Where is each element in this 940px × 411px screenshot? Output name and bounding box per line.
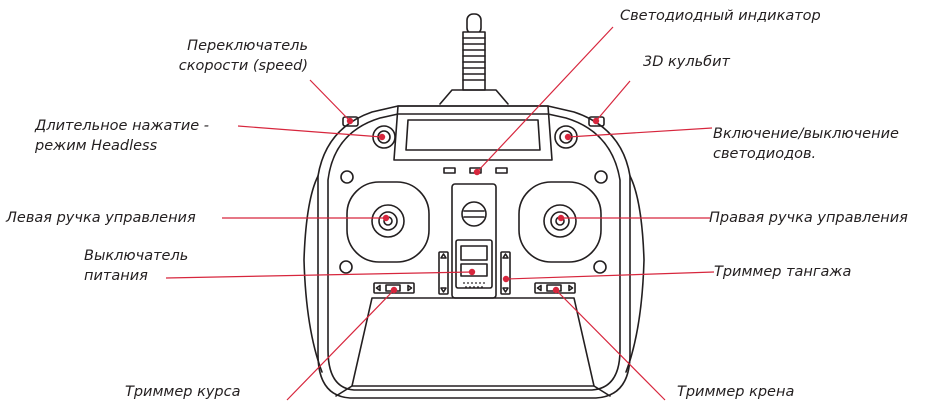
right-grip: [625, 175, 645, 373]
label-headless-line1: Длительное нажатие -: [35, 118, 210, 134]
corner-screws: [339, 170, 608, 274]
left-grip: [303, 175, 323, 373]
callout-headless: [237, 125, 383, 138]
label-led-toggle-line1: Включение/выключение: [713, 126, 899, 142]
label-right-stick: Правая ручка управления: [709, 210, 908, 226]
center-panel-dots: [463, 282, 485, 288]
label-pitch-trim: Триммер тангажа: [714, 264, 852, 280]
label-speed-switch-line2: скорости (speed): [178, 58, 308, 74]
antenna: [439, 13, 509, 105]
label-speed-switch: Переключатель скорости (speed): [118, 36, 308, 76]
label-3d-flip: 3D кульбит: [643, 54, 730, 70]
callout-speed-switch: [309, 79, 351, 122]
callouts: [165, 26, 715, 401]
label-yaw-trim: Триммер курса: [125, 384, 241, 400]
label-power-switch-line2: питания: [84, 268, 148, 284]
shoulder-buttons: [342, 116, 605, 127]
round-buttons: [372, 125, 578, 149]
bottom-tray: [351, 297, 595, 387]
callout-power-switch: [165, 271, 473, 279]
label-speed-switch-line1: Переключатель: [187, 38, 308, 54]
label-headless: Длительное нажатие - режим Headless: [35, 116, 209, 156]
label-led-toggle: Включение/выключение светодиодов.: [713, 124, 899, 164]
label-power-switch-line1: Выключатель: [84, 248, 189, 264]
callout-pitch-trim: [505, 271, 715, 280]
left-stick: [346, 181, 430, 263]
led-row: [443, 167, 508, 174]
right-stick: [518, 181, 602, 263]
label-left-stick: Левая ручка управления: [6, 210, 196, 226]
callout-yaw-trim: [286, 289, 395, 401]
center-panel: [451, 183, 497, 299]
callout-3d-flip: [595, 80, 631, 122]
callout-led-indicator: [476, 26, 614, 173]
label-led-toggle-line2: светодиодов.: [713, 146, 817, 162]
label-led-indicator: Светодиодный индикатор: [620, 8, 821, 24]
label-power-switch: Выключатель питания: [84, 246, 188, 286]
label-roll-trim: Триммер крена: [677, 384, 795, 400]
callout-roll-trim: [555, 289, 666, 401]
label-headless-line2: режим Headless: [35, 138, 158, 154]
callout-led-toggle: [567, 127, 713, 138]
